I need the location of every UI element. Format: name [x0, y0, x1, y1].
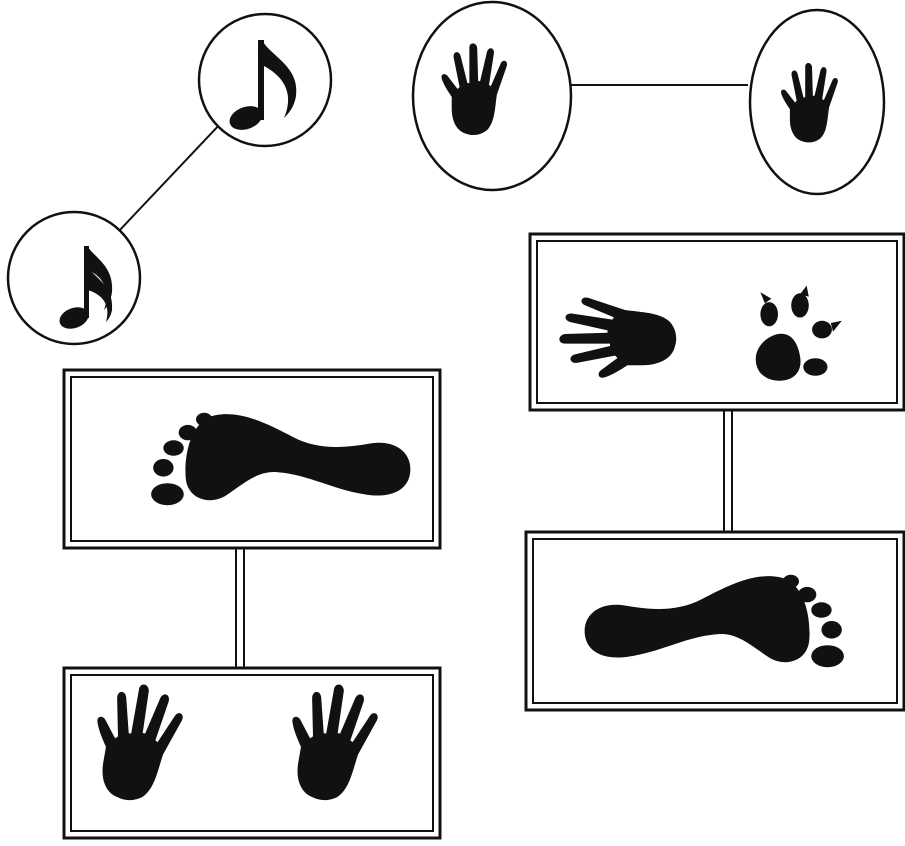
connector-line: [117, 121, 223, 233]
music-circle-bottom: [6, 210, 142, 346]
eighth-note-icon: [229, 40, 297, 130]
connector-bar: [235, 545, 245, 671]
foot-box: [62, 368, 442, 550]
sixteenth-note-icon: [59, 246, 113, 329]
connector-bar: [723, 405, 733, 537]
hand-paw-box: [528, 232, 905, 412]
foot-box-right: [524, 530, 905, 712]
music-circle-top: [197, 12, 333, 148]
hands-box: [62, 666, 442, 840]
